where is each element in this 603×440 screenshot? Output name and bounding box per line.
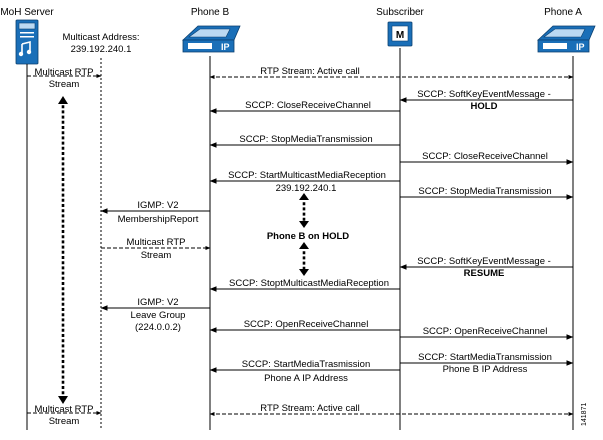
msg-stop-media-a: SCCP: StopMediaTransmission [418,186,551,197]
msg-multicast-rtp-1-line2: Stream [49,79,80,90]
participant-subscriber: Subscriber [376,7,424,18]
msg-softkey-resume-line2: RESUME [464,268,505,279]
msg-igmp-leave-line2: Leave Group [131,310,186,321]
hold-arrow-down-icon [299,221,309,228]
msg-softkey-hold-line1: SCCP: SoftKeyEventMessage - [417,89,551,100]
msg-igmp-leave-line3: (224.0.0.2) [135,322,181,333]
msg-rtp-active-call-2: RTP Stream: Active call [260,403,359,414]
participant-phone-a: Phone A [544,7,582,18]
msg-igmp-membership-line1: IGMP: V2 [137,200,178,211]
msg-multicast-rtp-3-line1: Multicast RTP [35,404,94,415]
participant-moh-server: MoH Server [0,7,54,18]
moh-stream-up-arrow-icon [58,96,68,104]
moh-stream-down-arrow-icon [58,396,68,404]
multicast-address-value: 239.192.240.1 [71,44,132,55]
msg-close-receive-b: SCCP: CloseReceiveChannel [245,100,371,111]
participant-phone-b: Phone B [191,7,230,18]
figure-id: 141871 [581,403,588,426]
msg-stop-media-b: SCCP: StopMediaTransmission [239,134,372,145]
msg-start-multicast-reception-line1: SCCP: StartMulticastMediaReception [228,170,386,181]
ip-phone-b-icon: IP [181,25,241,53]
msg-start-media-a-line1: SCCP: StartMediaTransmission [418,352,552,363]
phone-a-ip-label: IP [576,42,585,52]
hold-label: Phone B on HOLD [267,231,349,242]
server-icon [15,19,39,65]
hold-arrow-down-2-icon [299,269,309,276]
subscriber-icon-label: M [396,30,404,41]
msg-start-media-b-line2: Phone A IP Address [264,373,348,384]
multicast-address-label: Multicast Address: [62,32,139,43]
msg-start-media-b-line1: SCCP: StartMediaTrasmission [242,359,370,370]
msg-close-receive-a: SCCP: CloseReceiveChannel [422,151,548,162]
msg-multicast-rtp-3-line2: Stream [49,416,80,427]
msg-multicast-rtp-2-line2: Stream [141,250,172,261]
ip-phone-a-icon: IP [536,25,596,53]
msg-open-receive-a: SCCP: OpenReceiveChannel [423,326,548,337]
msg-rtp-active-call-1: RTP Stream: Active call [260,66,359,77]
msg-multicast-rtp-1-line1: Multicast RTP [35,67,94,78]
msg-multicast-rtp-2-line1: Multicast RTP [127,237,186,248]
msg-stop-multicast-reception: SCCP: StoptMulticastMediaReception [229,278,389,289]
phone-b-ip-label: IP [221,42,230,52]
msg-softkey-resume-line1: SCCP: SoftKeyEventMessage - [417,256,551,267]
hold-arrow-up-icon [299,193,309,200]
hold-arrow-up-2-icon [299,242,309,249]
msg-start-media-a-line2: Phone B IP Address [443,364,528,375]
msg-igmp-membership-line2: MembershipReport [118,214,199,225]
call-manager-icon: M [387,21,413,47]
msg-igmp-leave-line1: IGMP: V2 [137,297,178,308]
msg-start-multicast-reception-line2: 239.192.240.1 [276,183,337,194]
msg-open-receive-b: SCCP: OpenReceiveChannel [244,319,369,330]
msg-softkey-hold-line2: HOLD [471,101,498,112]
